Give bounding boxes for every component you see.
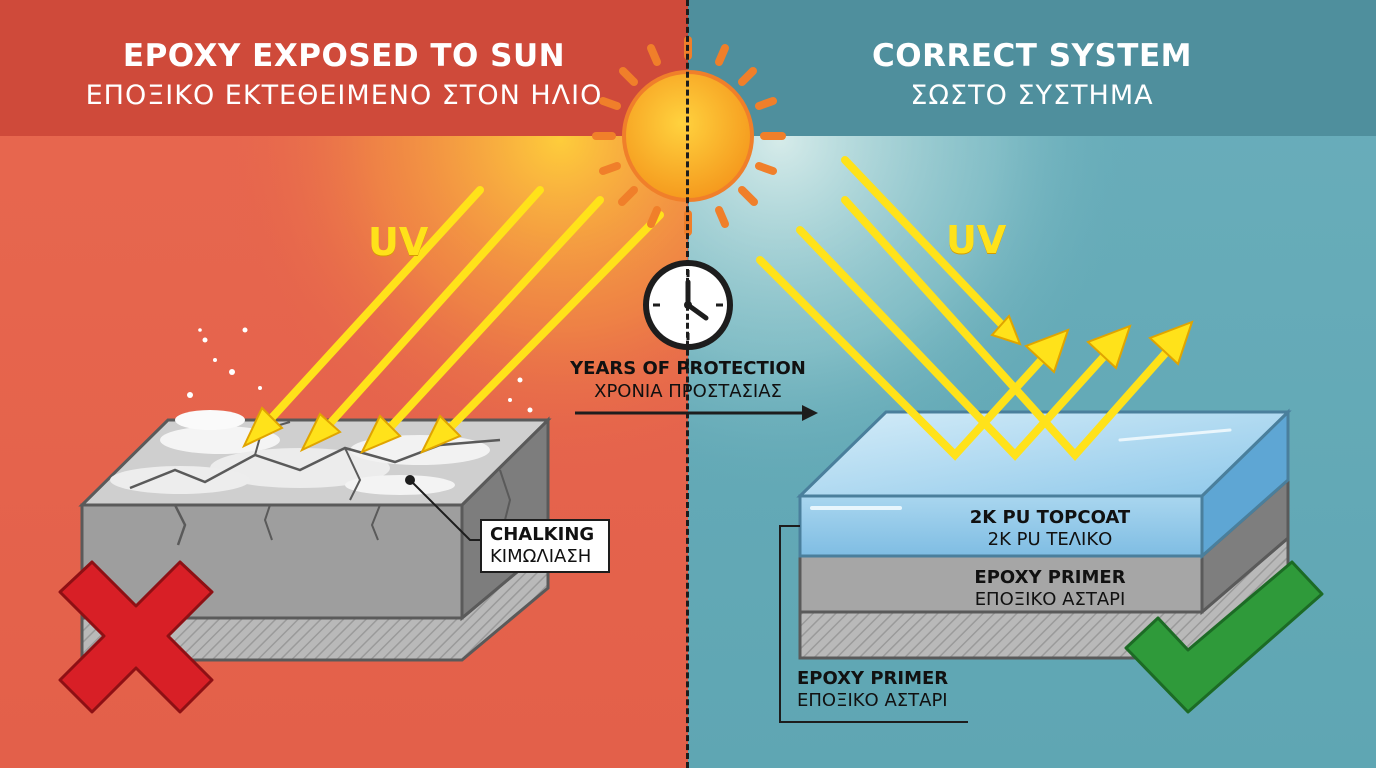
left-header-band <box>0 0 688 136</box>
chalking-label: CHALKING ΚΙΜΩΛΙΑΣΗ <box>480 519 610 573</box>
primer-callout: EPOXY PRIMER ΕΠΟΞΙΚΟ ΑΣΤΑΡΙ <box>797 668 948 712</box>
years-arrow <box>575 405 818 421</box>
center-divider <box>686 0 689 768</box>
right-header-band <box>688 0 1376 136</box>
topcoat-layer-label: 2K PU TOPCOAT 2K PU ΤΕΛΙΚΟ <box>900 507 1200 551</box>
left-title: EPOXY EXPOSED TO SUN <box>122 38 566 74</box>
years-subtitle: ΧΡΟΝΙΑ ΠΡΟΣΤΑΣΙΑΣ <box>594 381 782 402</box>
chalking-subtitle: ΚΙΜΩΛΙΑΣΗ <box>490 546 592 567</box>
uv-arrows-left <box>241 186 664 454</box>
callout-subtitle: ΕΠΟΞΙΚΟ ΑΣΤΑΡΙ <box>797 690 948 711</box>
uv-arrows-right <box>756 156 1194 461</box>
uv-label-left: UV <box>368 220 429 264</box>
primer-title: EPOXY PRIMER <box>974 567 1126 588</box>
primer-subtitle: ΕΠΟΞΙΚΟ ΑΣΤΑΡΙ <box>974 589 1126 610</box>
years-of-protection: YEARS OF PROTECTION ΧΡΟΝΙΑ ΠΡΟΣΤΑΣΙΑΣ <box>562 358 814 402</box>
left-subtitle: ΕΠΟΞΙΚΟ ΕΚΤΕΘΕΙΜΕΝΟ ΣΤΟΝ ΗΛΙΟ <box>85 80 603 111</box>
chalking-leader-line <box>409 479 482 541</box>
green-checkmark-icon <box>1124 560 1324 714</box>
primer-callout-bracket <box>779 525 968 723</box>
uv-label-right: UV <box>946 218 1007 262</box>
topcoat-title: 2K PU TOPCOAT <box>969 507 1131 528</box>
topcoat-subtitle: 2K PU ΤΕΛΙΚΟ <box>987 529 1113 550</box>
primer-layer-label: EPOXY PRIMER ΕΠΟΞΙΚΟ ΑΣΤΑΡΙ <box>900 567 1200 611</box>
years-title: YEARS OF PROTECTION <box>570 358 806 379</box>
chalking-title: CHALKING <box>490 524 595 545</box>
right-title: CORRECT SYSTEM <box>872 38 1192 74</box>
callout-title: EPOXY PRIMER <box>797 668 949 689</box>
right-subtitle: ΣΩΣΤΟ ΣΥΣΤΗΜΑ <box>910 80 1154 111</box>
red-cross-icon <box>58 560 214 714</box>
